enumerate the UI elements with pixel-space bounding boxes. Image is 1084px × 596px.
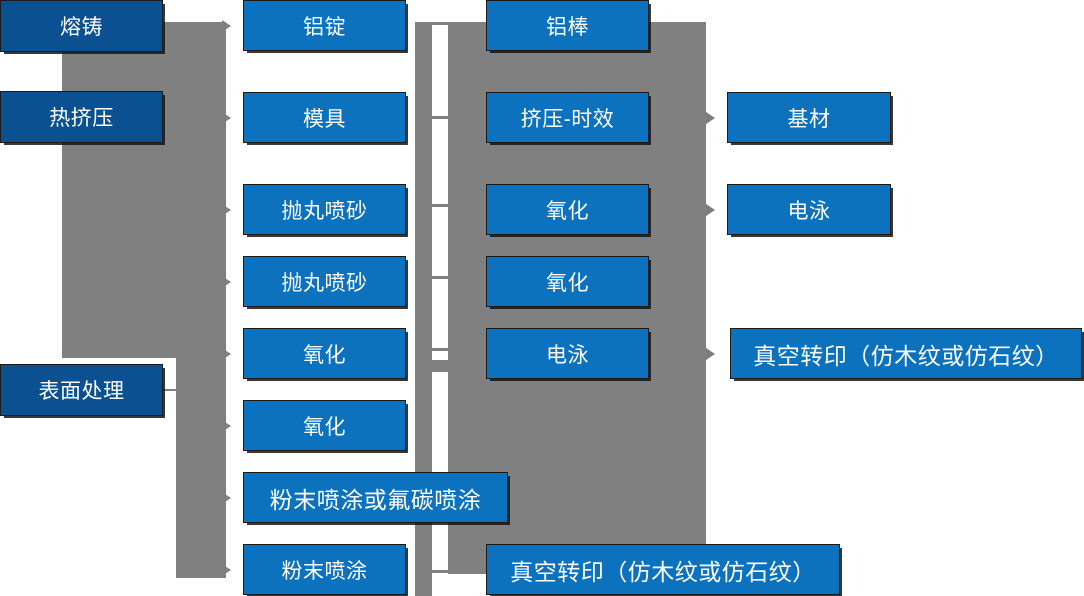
node-oxidation-4[interactable]: 氧化 [486,256,649,307]
node-electrophoresis-1[interactable]: 电泳 [486,328,649,379]
connector-stub-surface-treatment [163,389,193,391]
node-powder-or-fluorocarbon-coating[interactable]: 粉末喷涂或氟碳喷涂 [243,472,508,523]
connector-mid-tick-top [432,22,448,25]
arrow-to-electrophor [706,204,715,216]
node-oxidation-2[interactable]: 氧化 [243,400,406,451]
node-electrophoresis-2[interactable]: 电泳 [727,184,891,235]
node-shot-blasting-1[interactable]: 抛丸喷砂 [243,184,406,235]
arrow-to-vacuum-print [706,348,715,360]
connector-mid-tick-6 [432,360,448,372]
connector-mid-narrow-bar [415,22,432,596]
arrow-to-shotblast-2 [222,276,231,288]
node-hot-extrusion[interactable]: 热挤压 [0,91,163,143]
node-aluminum-ingot[interactable]: 铝锭 [243,0,406,51]
node-oxidation-1[interactable]: 氧化 [243,328,406,379]
arrow-to-oxidation-2 [222,420,231,432]
node-surface-treatment[interactable]: 表面处理 [0,364,163,416]
arrow-to-powder-fluoro [222,492,231,504]
node-extrusion-aging[interactable]: 挤压-时效 [486,92,649,143]
node-melting-casting[interactable]: 熔铸 [0,0,163,52]
connector-bracket-left-vertical [62,22,176,358]
connector-mid-tick-bottom [432,570,448,573]
node-substrate[interactable]: 基材 [727,92,891,143]
node-shot-blasting-2[interactable]: 抛丸喷砂 [243,256,406,307]
arrow-to-powder [222,564,231,576]
node-vacuum-transfer-print-bottom[interactable]: 真空转印（仿木纹或仿石纹） [486,544,840,595]
node-vacuum-transfer-print-right[interactable]: 真空转印（仿木纹或仿石纹） [730,328,1082,379]
connector-mid-tick-4 [432,276,448,279]
arrow-to-mold [222,112,231,124]
connector-mid-tick-5 [432,348,448,351]
arrow-to-ingot [222,20,231,32]
node-powder-coating[interactable]: 粉末喷涂 [243,544,406,595]
node-aluminum-bar[interactable]: 铝棒 [486,0,649,51]
arrow-to-shotblast-1 [222,204,231,216]
connector-mid-tick-2 [432,116,448,119]
node-oxidation-3[interactable]: 氧化 [486,184,649,235]
arrow-to-substrate [706,112,715,124]
connector-mid-tick-3 [432,204,448,207]
node-mold[interactable]: 模具 [243,92,406,143]
arrow-to-oxidation-1 [222,348,231,360]
connector-bracket-left-stem [176,358,226,578]
